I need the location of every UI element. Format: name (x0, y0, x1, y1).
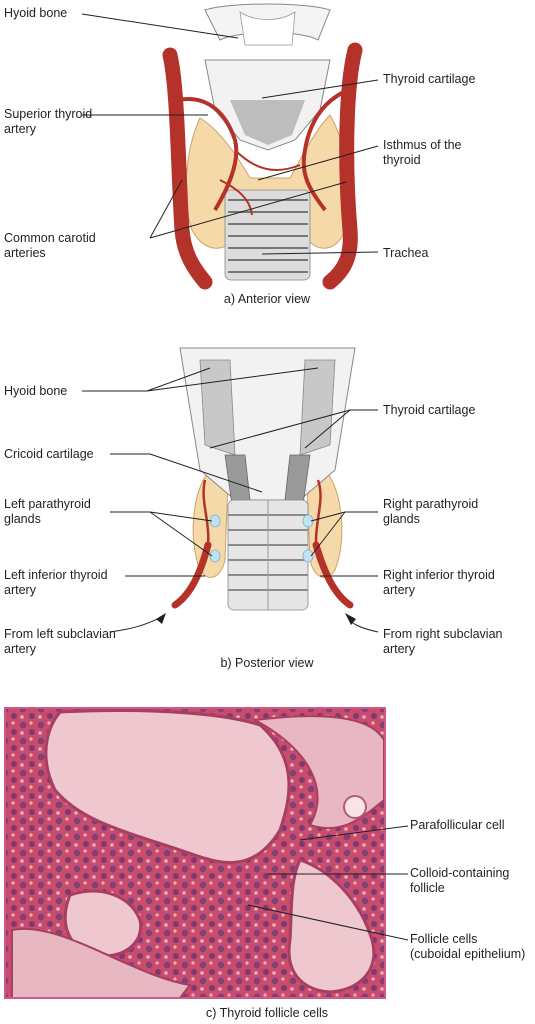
label-hyoid-bone-posterior: Hyoid bone (4, 384, 68, 398)
right-inferior-thyroid-artery (312, 541, 354, 609)
micrograph (4, 707, 386, 999)
label-cricoid-cartilage: Cricoid cartilage (4, 447, 94, 461)
left-arrowhead (156, 613, 166, 624)
caption-anterior-view: a) Anterior view (223, 292, 311, 306)
label-colloid-follicle: Colloid-containing follicle (410, 866, 510, 895)
label-from-right-subclavian: From right subclavian artery (383, 627, 503, 656)
label-hyoid-bone-anterior: Hyoid bone (4, 6, 68, 20)
label-left-inferior-thyroid-artery: Left inferior thyroid artery (4, 568, 108, 597)
label-from-left-subclavian: From left subclavian artery (4, 627, 116, 656)
superior-thyroid-artery (177, 97, 239, 212)
label-left-parathyroid-glands: Left parathyroid glands (4, 497, 91, 526)
anterior-view-illustration (162, 3, 363, 290)
caption-posterior-view: b) Posterior view (220, 656, 314, 670)
label-trachea: Trachea (383, 246, 429, 260)
label-thyroid-cartilage-anterior: Thyroid cartilage (383, 72, 476, 86)
label-right-parathyroid-glands: Right parathyroid glands (383, 497, 479, 526)
label-superior-thyroid-artery: Superior thyroid artery (4, 107, 93, 136)
label-thyroid-cartilage-posterior: Thyroid cartilage (383, 403, 476, 417)
left-common-carotid-artery (162, 47, 213, 290)
caption-micrograph: c) Thyroid follicle cells (205, 1006, 329, 1020)
parathyroid-glands (209, 514, 314, 563)
label-common-carotid-arteries: Common carotid arteries (4, 231, 96, 260)
vacuole (343, 795, 367, 819)
label-parafollicular-cell: Parafollicular cell (410, 818, 505, 832)
label-follicle-cells: Follicle cells (cuboidal epithelium) (410, 932, 526, 961)
colloid-follicle (44, 709, 291, 864)
label-isthmus: Isthmus of the thyroid (383, 138, 462, 167)
label-right-inferior-thyroid-artery: Right inferior thyroid artery (383, 568, 495, 597)
right-arrowhead (345, 613, 356, 625)
posterior-trachea (227, 499, 309, 611)
posterior-view-illustration (171, 347, 356, 611)
anterior-leader-lines (81, 13, 379, 255)
colloid-follicle-small (63, 889, 143, 958)
left-inferior-thyroid-artery (171, 541, 212, 609)
micrograph-leader-lines (247, 825, 409, 941)
trachea (224, 189, 311, 281)
